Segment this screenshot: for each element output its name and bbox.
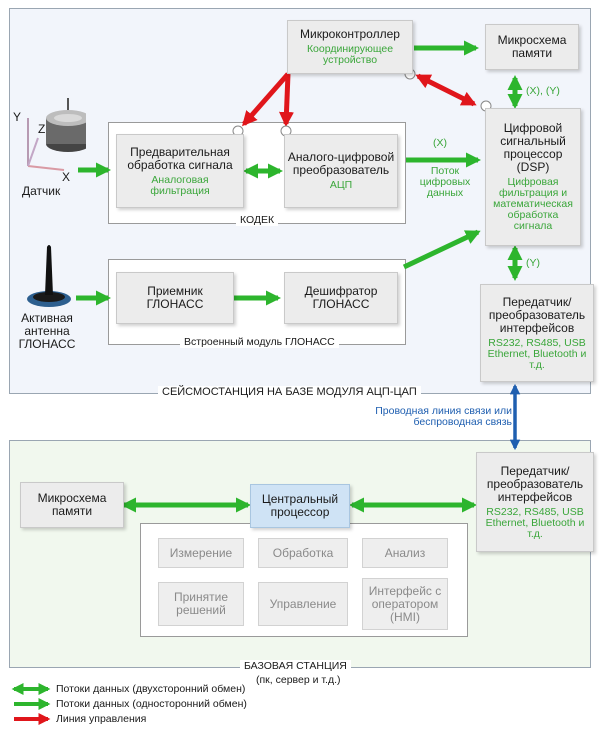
- control-mcu-dsp: [415, 73, 477, 107]
- seismic-station-caption: СЕЙСМОСТАНЦИЯ НА БАЗЕ МОДУЛЯ АЦП-ЦАП: [158, 386, 421, 398]
- flow-label-x: (X): [433, 137, 447, 149]
- base-station-caption: БАЗОВАЯ СТАНЦИЯ: [240, 660, 351, 672]
- microcontroller-title: Микроконтроллер: [300, 27, 400, 41]
- microcontroller-block: Микроконтроллер Координирующее устройств…: [287, 20, 413, 74]
- function-processing: Обработка: [258, 538, 348, 568]
- preprocessing-block: Предварительная обработка сигнала Аналог…: [116, 134, 244, 208]
- glonass-decoder-block: Дешифратор ГЛОНАСС: [284, 272, 398, 324]
- flow-label-stream: Поток цифровых данных: [419, 165, 471, 199]
- cpu-title: Центральный процессор: [261, 492, 339, 519]
- glonass-receiver-block: Приемник ГЛОНАСС: [116, 272, 234, 324]
- function-control: Управление: [258, 582, 348, 626]
- transmitter-top-title: Передатчик/ преобразователь интерфейсов: [488, 294, 586, 335]
- dsp-subtitle: Цифровая фильтрация и математическая обр…: [493, 176, 573, 232]
- flow-label-xy: (X), (Y): [526, 85, 560, 97]
- transmitter-top-subtitle: RS232, RS485, USB Ethernet, Bluetooth и …: [487, 336, 587, 371]
- microcontroller-subtitle: Координирующее устройство: [306, 43, 394, 66]
- preprocessing-subtitle: Аналоговая фильтрация: [150, 173, 210, 197]
- dsp-title: Цифровой сигнальный процессор (DSP): [500, 121, 566, 174]
- function-measurement: Измерение: [158, 538, 244, 568]
- sensor-icon: [27, 98, 86, 171]
- memory-base-title: Микросхема памяти: [37, 491, 107, 518]
- adc-title: Аналого-цифровой преобразователь: [287, 150, 395, 177]
- transmitter-top-block: Передатчик/ преобразователь интерфейсов …: [480, 284, 594, 382]
- flow-label-y: (Y): [526, 257, 540, 269]
- control-mcu-to-adc: [278, 73, 294, 127]
- preprocessing-title: Предварительная обработка сигнала: [127, 144, 233, 172]
- memory-top-block: Микросхема памяти: [485, 24, 579, 70]
- transmitter-base-block: Передатчик/ преобразователь интерфейсов …: [476, 452, 594, 552]
- transmitter-base-subtitle: RS232, RS485, USB Ethernet, Bluetooth и …: [485, 505, 585, 540]
- sensor-axis-z: Z: [38, 122, 46, 136]
- memory-top-title: Микросхема памяти: [497, 33, 567, 60]
- function-hmi: Интерфейс с оператором (HMI): [362, 578, 448, 630]
- sensor-label: Датчик: [22, 184, 61, 198]
- link-label: Проводная линия связи или беспроводная с…: [372, 406, 512, 428]
- sensor-axis-y: Y: [13, 110, 22, 124]
- legend-control: Линия управления: [56, 713, 147, 725]
- function-analysis: Анализ: [362, 538, 448, 568]
- glonass-receiver-title: Приемник ГЛОНАСС: [146, 284, 204, 311]
- glonass-decoder-title: Дешифратор ГЛОНАСС: [304, 284, 378, 311]
- arrow-glonass-to-dsp: [402, 229, 481, 270]
- adc-subtitle: АЦП: [329, 179, 353, 191]
- legend-one-way: Потоки данных (односторонний обмен): [56, 698, 247, 710]
- glonass-module-caption: Встроенный модуль ГЛОНАСС: [180, 336, 339, 348]
- sensor-axis-x: X: [62, 170, 71, 184]
- adc-block: Аналого-цифровой преобразователь АЦП: [284, 134, 398, 208]
- transmitter-base-title: Передатчик/ преобразователь интерфейсов: [486, 463, 584, 504]
- dsp-block: Цифровой сигнальный процессор (DSP) Цифр…: [485, 108, 581, 246]
- cpu-block: Центральный процессор: [250, 484, 350, 528]
- antenna-label: Активная антенна ГЛОНАСС: [18, 311, 76, 351]
- legend-two-way: Потоки данных (двухсторонний обмен): [56, 683, 246, 695]
- antenna-icon: [27, 245, 71, 307]
- control-mcu-to-preproc: [242, 72, 290, 127]
- memory-base-block: Микросхема памяти: [20, 482, 124, 528]
- function-decision: Принятие решений: [158, 582, 244, 626]
- base-station-subcaption: (пк, сервер и т.д.): [256, 674, 341, 686]
- codec-caption: КОДЕК: [236, 214, 279, 226]
